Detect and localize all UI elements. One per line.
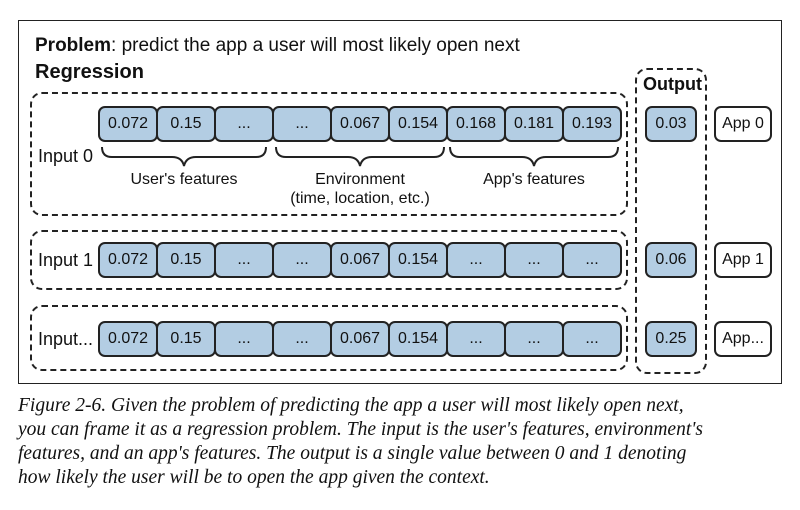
output-column-box (635, 68, 707, 374)
input-0-cell-2: ... (214, 106, 274, 142)
input-1-cell-3: ... (272, 242, 332, 278)
environment-label-line1: Environment (315, 171, 405, 188)
environment-label-line2: (time, location, etc.) (290, 190, 430, 207)
input-2-cell-7: ... (504, 321, 564, 357)
input-1-cell-6: ... (446, 242, 506, 278)
input-1-cell-0: 0.072 (98, 242, 158, 278)
input-0-cell-7: 0.181 (504, 106, 564, 142)
problem-text: : predict the app a user will most likel… (111, 35, 520, 56)
input-row-0-label: Input 0 (38, 146, 94, 166)
input-row-2-label: Input... (38, 329, 94, 349)
problem-label: Problem (35, 35, 112, 56)
input-0-cell-0: 0.072 (98, 106, 158, 142)
input-row-1-label: Input 1 (38, 250, 94, 270)
input-1-cell-1: 0.15 (156, 242, 216, 278)
input-1-cell-8: ... (562, 242, 622, 278)
input-2-cell-6: ... (446, 321, 506, 357)
app-1-label: App 1 (714, 242, 772, 278)
caption-line-2: you can frame it as a regression problem… (18, 419, 703, 440)
input-1-cell-7: ... (504, 242, 564, 278)
input-1-cell-5: 0.154 (388, 242, 448, 278)
input-2-cell-4: 0.067 (330, 321, 390, 357)
task-type-title: Regression (35, 61, 144, 83)
input-0-cell-5: 0.154 (388, 106, 448, 142)
input-0-cell-3: ... (272, 106, 332, 142)
input-2-cell-3: ... (272, 321, 332, 357)
app-2-label: App... (714, 321, 772, 357)
caption-line-4: how likely the user will be to open the … (18, 467, 490, 488)
problem-heading: Problem: predict the app a user will mos… (35, 35, 520, 57)
input-2-cell-5: 0.154 (388, 321, 448, 357)
input-1-cell-2: ... (214, 242, 274, 278)
app-features-label: App's features (483, 171, 585, 188)
input-row-1-box (30, 230, 628, 290)
input-0-cell-1: 0.15 (156, 106, 216, 142)
output-2-value: 0.25 (645, 321, 697, 357)
input-2-cell-1: 0.15 (156, 321, 216, 357)
input-1-cell-4: 0.067 (330, 242, 390, 278)
input-2-cell-8: ... (562, 321, 622, 357)
output-label: Output (643, 74, 702, 94)
input-row-0-box (30, 92, 628, 216)
input-2-cell-0: 0.072 (98, 321, 158, 357)
app-0-label: App 0 (714, 106, 772, 142)
caption-line-1: Figure 2-6. Given the problem of predict… (18, 395, 684, 416)
input-0-cell-8: 0.193 (562, 106, 622, 142)
figure-caption: Figure 2-6. Given the problem of predict… (18, 394, 788, 490)
input-row-2-box (30, 305, 628, 371)
output-1-value: 0.06 (645, 242, 697, 278)
input-2-cell-2: ... (214, 321, 274, 357)
input-0-cell-4: 0.067 (330, 106, 390, 142)
input-0-cell-6: 0.168 (446, 106, 506, 142)
user-features-label: User's features (130, 171, 238, 188)
caption-line-3: features, and an app's features. The out… (18, 443, 687, 464)
figure-frame (18, 20, 782, 384)
output-0-value: 0.03 (645, 106, 697, 142)
